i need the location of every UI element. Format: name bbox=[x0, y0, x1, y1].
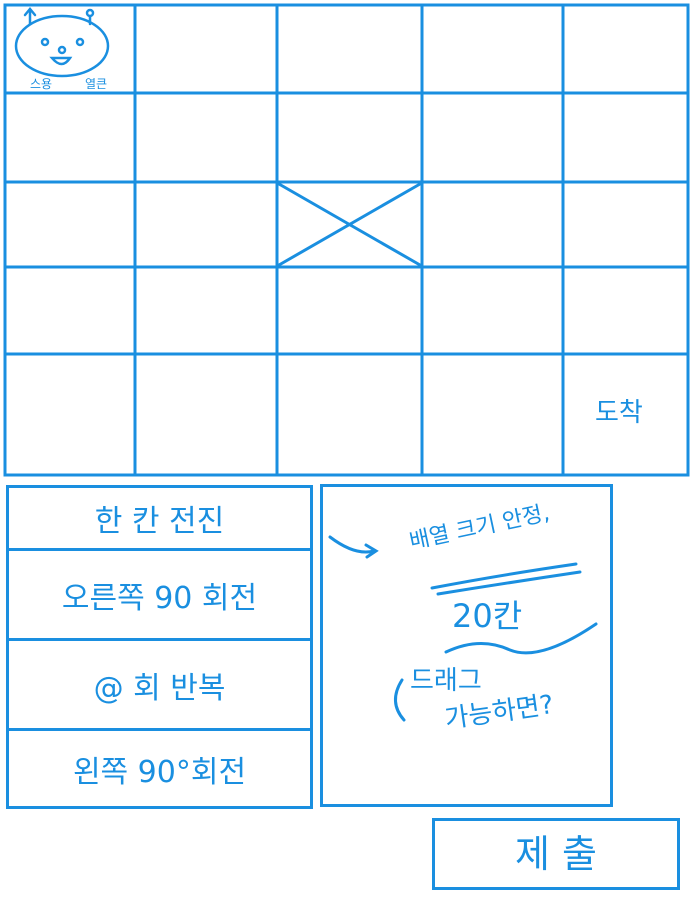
program-drop-area[interactable] bbox=[320, 484, 613, 807]
submit-label: 제 출 bbox=[515, 832, 597, 876]
note-paren bbox=[394, 678, 406, 722]
command-move-forward[interactable]: 한 칸 전진 bbox=[6, 485, 313, 551]
command-repeat[interactable]: @ 회 반복 bbox=[6, 638, 313, 731]
command-label: 오른쪽 90 회전 bbox=[61, 580, 258, 616]
command-turn-left[interactable]: 왼쪽 90°회전 bbox=[6, 728, 313, 809]
start-label-right: 열큰 bbox=[85, 77, 108, 91]
game-board: 스용 열큰 도착 bbox=[5, 5, 688, 475]
goal-label: 도착 bbox=[595, 398, 643, 428]
note-underline bbox=[430, 562, 578, 590]
obstacle-x-icon bbox=[277, 182, 422, 267]
submit-button[interactable]: 제 출 bbox=[432, 818, 680, 890]
note-arrow-icon bbox=[328, 535, 376, 554]
program-note-count: 20칸 bbox=[452, 597, 523, 635]
program-note-drag: 드래그 bbox=[410, 666, 482, 696]
command-label: 왼쪽 90°회전 bbox=[72, 754, 247, 790]
robot-face-icon bbox=[14, 7, 110, 78]
note-squiggle bbox=[444, 622, 598, 655]
start-label-left: 스용 bbox=[30, 77, 53, 91]
command-turn-right[interactable]: 오른쪽 90 회전 bbox=[6, 548, 313, 641]
board-border bbox=[3, 3, 690, 477]
command-label: 한 칸 전진 bbox=[94, 504, 225, 539]
command-label: @ 회 반복 bbox=[93, 670, 226, 706]
